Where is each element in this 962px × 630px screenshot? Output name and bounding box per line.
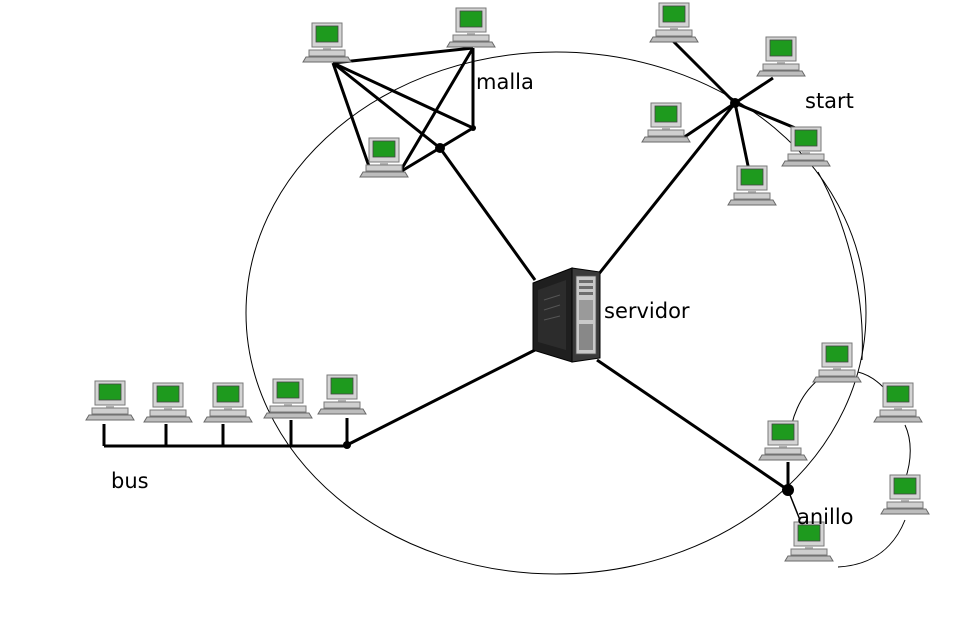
mesh-links (331, 46, 475, 176)
computer-icon (203, 382, 253, 423)
ring-label: anillo (797, 505, 854, 529)
computer-icon (873, 382, 923, 423)
computer-icon (649, 2, 699, 43)
junction-dot (343, 441, 351, 449)
computer-icon (727, 165, 777, 206)
computer-icon (143, 382, 193, 423)
link-server-mesh (438, 147, 537, 281)
computer-icon (85, 380, 135, 421)
computer-icon (263, 378, 313, 419)
server-links (346, 102, 789, 492)
computer-icon (317, 374, 367, 415)
computer-icon (758, 420, 808, 461)
network-boundary-ellipse (245, 51, 867, 575)
computer-icon (446, 7, 496, 48)
star-label: start (805, 89, 854, 113)
computer-icon (756, 36, 806, 77)
ring-arc-right (817, 171, 863, 361)
computer-icon (812, 342, 862, 383)
junction-dot (470, 125, 476, 131)
junction-dot (435, 143, 445, 153)
computer-icon (641, 102, 691, 143)
mesh-label: malla (476, 70, 534, 94)
computer-icon (302, 22, 352, 63)
computer-icon (880, 474, 930, 515)
bus-label: bus (111, 469, 149, 493)
junction-dot (730, 98, 740, 108)
junction-dot (782, 484, 794, 496)
link-server-ring (596, 358, 789, 492)
link-server-star (596, 102, 737, 276)
junction-dots (343, 98, 794, 496)
server-icon (532, 267, 601, 363)
computer-icon (781, 126, 831, 167)
link-server-bus (346, 348, 536, 447)
server-label: servidor (604, 299, 690, 323)
